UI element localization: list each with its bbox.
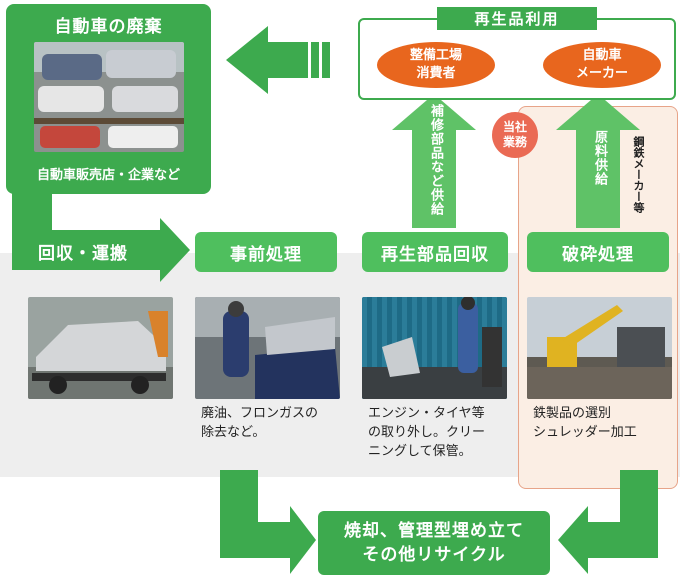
vehicle-disposal-box: 自動車の廃棄 自動車販売店・企業など (6, 4, 211, 194)
parts-recovery-photo (362, 297, 507, 399)
raw-supply-label: 原料供給 (592, 130, 607, 186)
step-crushing-label: 破砕処理 (527, 232, 669, 272)
description-line: 鉄製品の選別 (533, 406, 612, 421)
description-line: エンジン・タイヤ等 (368, 406, 485, 421)
raw-supply-arrow (556, 94, 640, 228)
return-arrow (226, 26, 330, 94)
step-collection-label: 回収・運搬 (38, 243, 128, 264)
description-line: ニングして保管。 (368, 444, 472, 459)
preprocess-description: 廃油、フロンガスの 除去など。 (201, 404, 341, 442)
parts-supply-arrow (392, 94, 476, 228)
company-operations-badge: 当社 業務 (492, 112, 538, 158)
disposal-title: 自動車の廃棄 (54, 17, 163, 37)
final-disposal-box: 焼却、管理型埋め立て その他リサイクル (318, 511, 550, 575)
recycled-use-title: 再生品利用 (437, 7, 597, 30)
steel-maker-note: 鋼鉄メーカー等 (632, 136, 645, 213)
landfill-arrow-right (558, 470, 658, 574)
oval-line: メーカー (575, 66, 628, 81)
tow-truck-photo (28, 297, 173, 399)
parts-recovery-description: エンジン・タイヤ等 の取り外し。クリー ニングして保管。 (368, 404, 508, 461)
parts-supply-label: 補修部品など供給 (428, 104, 443, 216)
scrapped-cars-photo (34, 42, 184, 152)
collection-arrow (12, 190, 190, 282)
step-parts-recovery-label: 再生部品回収 (362, 232, 508, 272)
maintenance-consumer-oval: 整備工場 消費者 (377, 42, 495, 88)
description-line: 廃油、フロンガスの (201, 406, 319, 421)
oval-line: 自動車 (582, 48, 622, 63)
crushing-description: 鉄製品の選別 シュレッダー加工 (533, 404, 673, 442)
description-line: シュレッダー加工 (533, 425, 637, 440)
badge-line: 業務 (502, 135, 527, 149)
disposal-subtitle: 自動車販売店・企業など (36, 168, 180, 183)
oval-line: 整備工場 (409, 48, 462, 63)
step-preprocess-label: 事前処理 (195, 232, 337, 272)
oval-line: 消費者 (416, 66, 456, 81)
final-line: その他リサイクル (362, 545, 506, 565)
automaker-oval: 自動車 メーカー (543, 42, 661, 88)
landfill-arrow-left (220, 470, 316, 574)
description-line: の取り外し。クリー (368, 425, 486, 440)
badge-line: 当社 (502, 120, 527, 134)
preprocess-photo (195, 297, 340, 399)
description-line: 除去など。 (201, 425, 266, 440)
final-line: 焼却、管理型埋め立て (344, 521, 524, 541)
crushing-photo (527, 297, 672, 399)
